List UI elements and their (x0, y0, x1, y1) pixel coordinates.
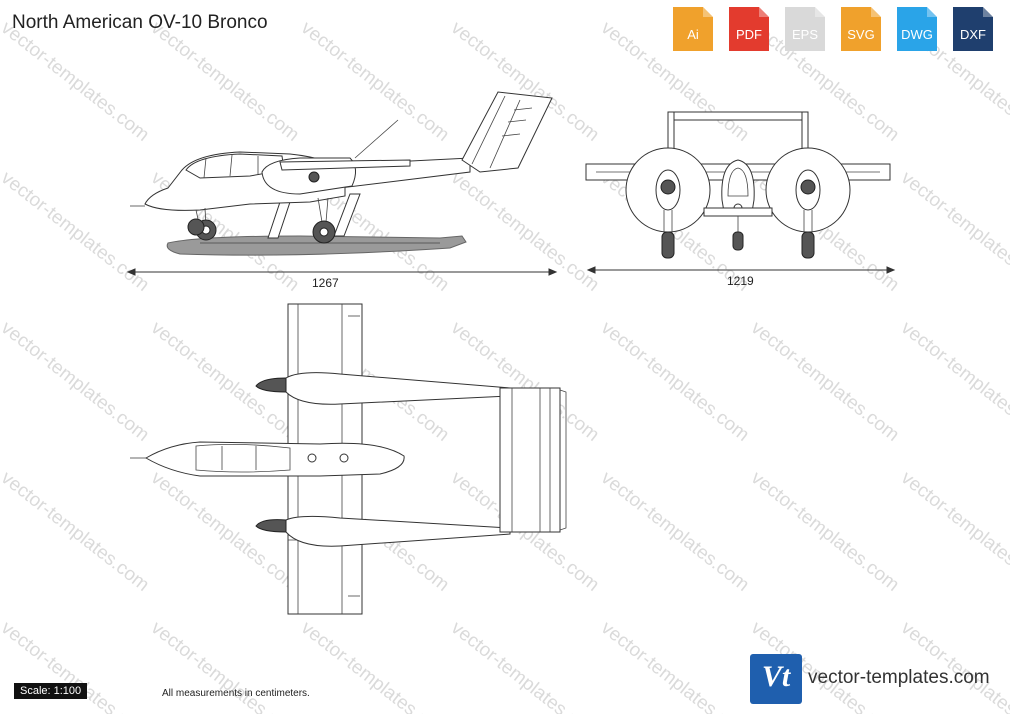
top-fuselage (145, 441, 405, 477)
top-boom-lower (285, 515, 511, 547)
front-right-wheel (801, 231, 815, 259)
span-label: 1219 (727, 274, 754, 288)
ai-file-icon[interactable]: Ai (670, 4, 716, 54)
left-spinner (660, 179, 676, 195)
page-title: North American OV-10 Bronco (12, 12, 268, 33)
dwg-label: DWG (901, 27, 933, 42)
top-boom-upper (285, 372, 511, 405)
eps-label: EPS (791, 27, 818, 42)
upper-spinner (255, 377, 287, 393)
length-dimension-line (126, 268, 558, 276)
float-pontoon (166, 235, 467, 256)
top-horizontal-tail (499, 387, 561, 533)
scale-badge: Scale: 1:100 (14, 683, 88, 699)
eps-file-icon[interactable]: EPS (782, 4, 828, 54)
dwg-file-icon[interactable]: DWG (894, 4, 940, 54)
svg-file-icon[interactable]: SVG (838, 4, 884, 54)
side-view (130, 91, 553, 256)
format-badges: Ai PDF EPS SVG DWG DXF (670, 4, 1005, 54)
right-spinner (800, 179, 816, 195)
site-link[interactable]: vector-templates.com (808, 667, 990, 688)
front-left-wheel (661, 231, 675, 259)
front-nose-wheel (732, 231, 744, 251)
side-exhaust (308, 171, 320, 183)
front-fuselage (721, 159, 755, 213)
pdf-label: PDF (736, 27, 762, 42)
ai-label: Ai (687, 27, 699, 42)
dxf-label: DXF (960, 27, 986, 42)
svg-label: SVG (847, 27, 875, 42)
top-view (130, 303, 567, 615)
logo-mark: Vt (761, 660, 791, 693)
measurement-note: All measurements in centimeters. (162, 688, 310, 699)
pdf-file-icon[interactable]: PDF (726, 4, 772, 54)
vt-logo[interactable]: Vt (750, 654, 802, 704)
length-label: 1267 (312, 276, 339, 290)
lower-spinner (255, 519, 287, 533)
front-view (585, 111, 891, 259)
dxf-file-icon[interactable]: DXF (950, 4, 996, 54)
span-dimension-line (586, 266, 896, 274)
vertical-tail (461, 91, 553, 173)
